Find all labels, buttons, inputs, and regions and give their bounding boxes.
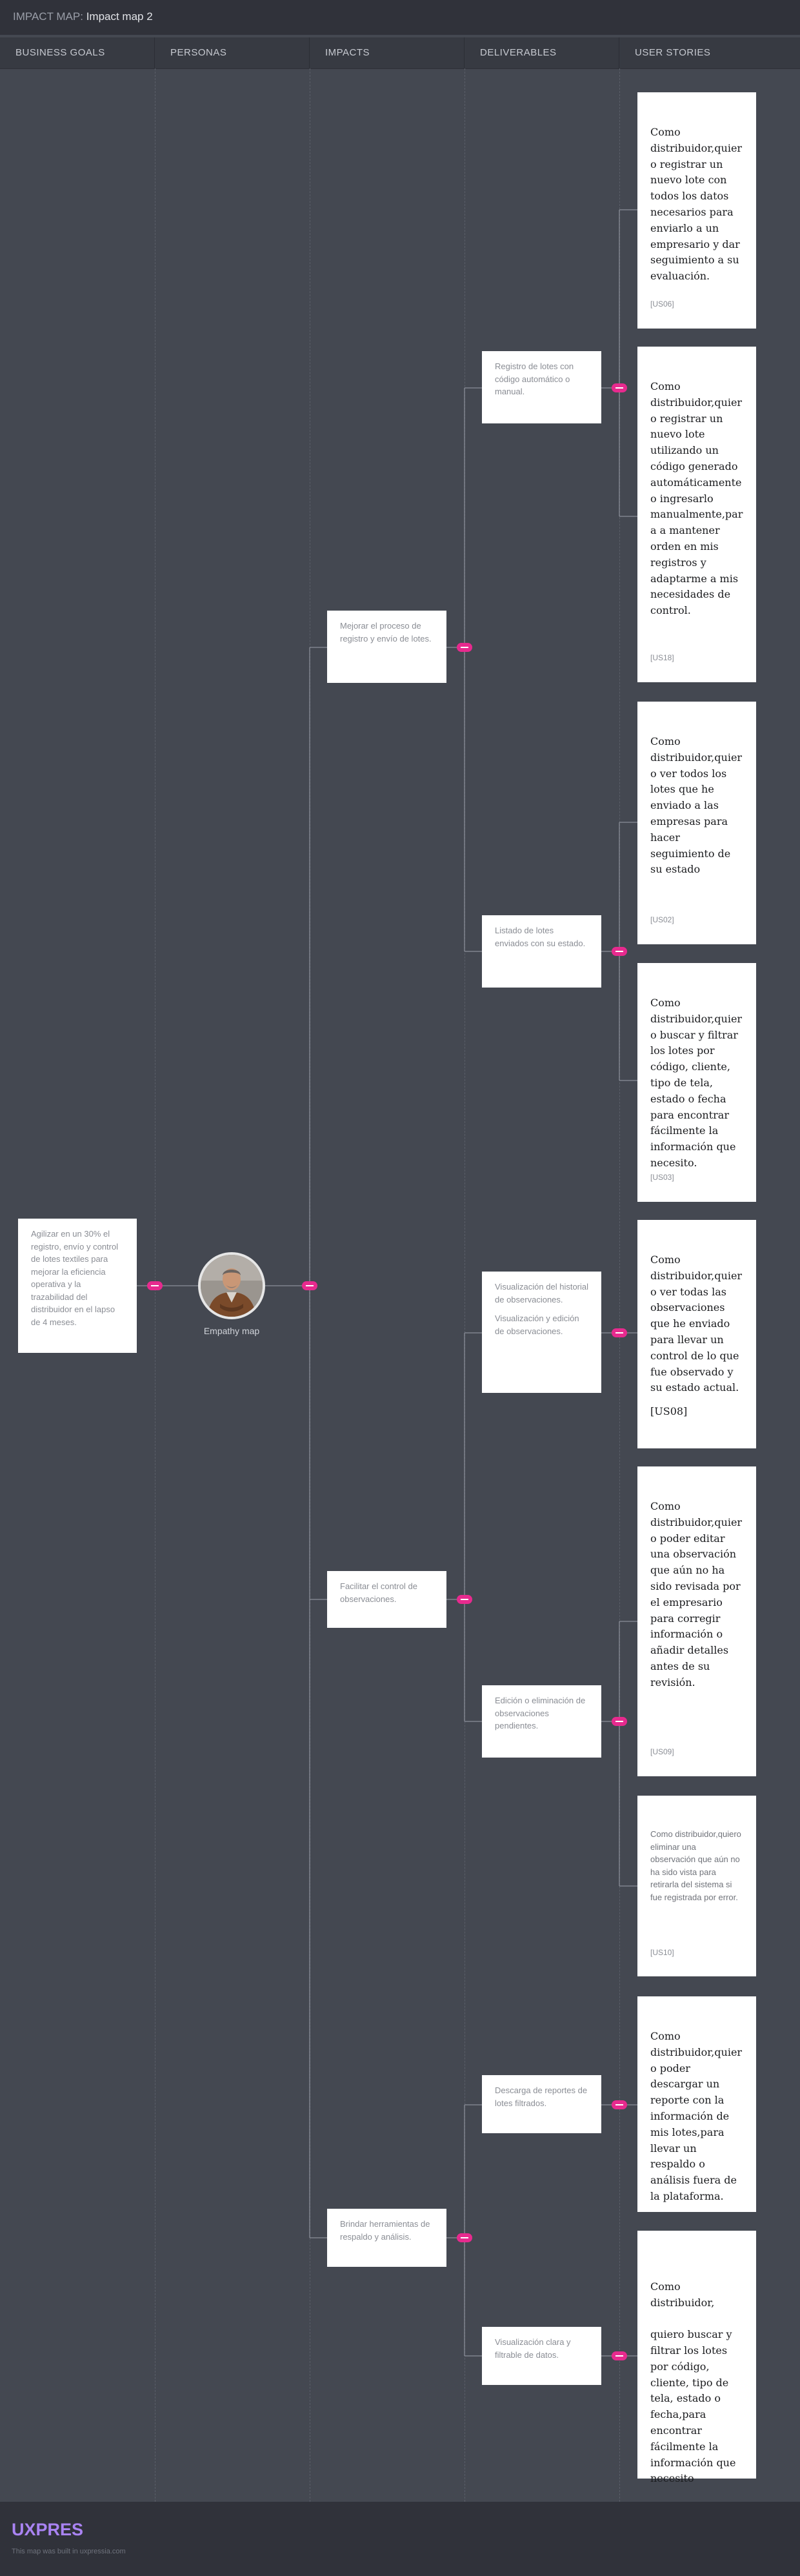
user-story-text: Como distribuidor,quiero registrar un nu… xyxy=(650,126,743,283)
map-title: IMPACT MAP: Impact map 2 xyxy=(13,10,153,23)
collapse-node-button[interactable] xyxy=(612,2351,627,2360)
user-story-text: Como distribuidor, quiero buscar y filtr… xyxy=(650,2280,736,2485)
user-story-card[interactable]: Como distribuidor,quiero registrar un nu… xyxy=(637,92,756,329)
deliverable-text: Visualización y edición de observaciones… xyxy=(495,1313,579,1336)
impact-text: Mejorar el proceso de registro y envío d… xyxy=(340,621,432,644)
deliverable-card[interactable]: Edición o eliminación de observaciones p… xyxy=(482,1685,601,1758)
collapse-node-button[interactable] xyxy=(612,1717,627,1726)
brand-name: UXPRESSIA xyxy=(12,2520,83,2539)
column-header-personas: PERSONAS xyxy=(155,37,310,68)
collapse-node-button[interactable] xyxy=(147,1281,163,1290)
user-story-text: Como distribuidor,quiero poder editar un… xyxy=(650,1500,743,1689)
collapse-node-button[interactable] xyxy=(612,1328,627,1337)
persona-avatar[interactable] xyxy=(198,1252,265,1319)
deliverable-text: Registro de lotes con código automático … xyxy=(495,361,574,396)
collapse-node-button[interactable] xyxy=(612,2100,627,2109)
user-story-text: Como distribuidor,quiero registrar un nu… xyxy=(650,380,743,617)
user-story-text: Como distribuidor,quiero poder descargar… xyxy=(650,2030,743,2202)
column-header-bar: BUSINESS GOALS PERSONAS IMPACTS DELIVERA… xyxy=(0,37,800,69)
business-goal-card[interactable]: Agilizar en un 30% el registro, envío y … xyxy=(18,1219,137,1353)
collapse-node-button[interactable] xyxy=(612,383,627,392)
impact-card[interactable]: Facilitar el control de observaciones. xyxy=(327,1571,446,1628)
map-title-prefix: IMPACT MAP: xyxy=(13,10,83,23)
deliverable-text: Visualización del historial de observaci… xyxy=(495,1282,589,1304)
collapse-node-button[interactable] xyxy=(612,947,627,956)
user-story-text: Como distribuidor,quiero ver todas las o… xyxy=(650,1253,743,1394)
impact-text: Brindar herramientas de respaldo y análi… xyxy=(340,2219,430,2242)
user-story-card[interactable]: Como distribuidor,quiero poder editar un… xyxy=(637,1466,756,1776)
impact-card[interactable]: Brindar herramientas de respaldo y análi… xyxy=(327,2209,446,2267)
collapse-node-button[interactable] xyxy=(457,1595,472,1604)
column-header-deliverables: DELIVERABLES xyxy=(465,37,619,68)
deliverable-card[interactable]: Descarga de reportes de lotes filtrados. xyxy=(482,2075,601,2133)
user-story-text: Como distribuidor,quiero buscar y filtra… xyxy=(650,997,743,1169)
collapse-node-button[interactable] xyxy=(457,643,472,652)
user-story-card[interactable]: Como distribuidor,quiero ver todas las o… xyxy=(637,1220,756,1448)
user-story-code: [US09] xyxy=(650,1747,674,1757)
footer: UXPRESSIA This map was built in uxpressi… xyxy=(0,2502,800,2576)
user-story-text: Como distribuidor,quiero eliminar una ob… xyxy=(650,1829,741,1902)
user-story-code: [US08] xyxy=(650,1405,688,1418)
user-story-card[interactable]: Como distribuidor, quiero buscar y filtr… xyxy=(637,2231,756,2484)
user-story-code: [US10] xyxy=(650,1948,674,1957)
impact-text: Facilitar el control de observaciones. xyxy=(340,1581,417,1604)
user-story-text: Como distribuidor,quiero ver todos los l… xyxy=(650,735,743,876)
user-story-card[interactable]: Como distribuidor,quiero registrar un nu… xyxy=(637,347,756,682)
user-story-code: [US02] xyxy=(650,915,674,925)
column-separator xyxy=(619,68,620,2502)
uxpressia-logo[interactable]: UXPRESSIA xyxy=(12,2516,83,2542)
deliverable-card[interactable]: Visualización del historial de observaci… xyxy=(482,1272,601,1393)
top-bar: IMPACT MAP: Impact map 2 xyxy=(0,0,800,35)
impact-card[interactable]: Mejorar el proceso de registro y envío d… xyxy=(327,611,446,683)
person-photo-icon xyxy=(201,1255,263,1317)
deliverable-card[interactable]: Visualización clara y filtrable de datos… xyxy=(482,2327,601,2385)
user-story-code: [US06] xyxy=(650,299,674,309)
deliverable-card[interactable]: Registro de lotes con código automático … xyxy=(482,351,601,423)
collapse-node-button[interactable] xyxy=(302,1281,317,1290)
deliverable-text: Listado de lotes enviados con su estado. xyxy=(495,926,586,948)
deliverable-text: Visualización clara y filtrable de datos… xyxy=(495,2337,571,2360)
business-goal-text: Agilizar en un 30% el registro, envío y … xyxy=(31,1229,119,1327)
user-story-code: [US18] xyxy=(650,653,674,663)
deliverable-text: Descarga de reportes de lotes filtrados. xyxy=(495,2085,588,2108)
footer-note: This map was built in uxpressia.com xyxy=(12,2548,126,2555)
collapse-node-button[interactable] xyxy=(457,2233,472,2242)
user-story-card[interactable]: Como distribuidor,quiero eliminar una ob… xyxy=(637,1796,756,1976)
user-story-code: [US03] xyxy=(650,1173,674,1182)
map-title-name[interactable]: Impact map 2 xyxy=(86,10,153,23)
column-header-business-goals: BUSINESS GOALS xyxy=(0,37,155,68)
deliverable-card[interactable]: Listado de lotes enviados con su estado. xyxy=(482,915,601,988)
persona-label[interactable]: Empathy map xyxy=(203,1326,260,1336)
user-story-card[interactable]: Como distribuidor,quiero poder descargar… xyxy=(637,1996,756,2212)
deliverable-text: Edición o eliminación de observaciones p… xyxy=(495,1696,586,1730)
user-story-card[interactable]: Como distribuidor,quiero ver todos los l… xyxy=(637,702,756,944)
column-header-user-stories: USER STORIES xyxy=(635,47,711,58)
column-header-impacts: IMPACTS xyxy=(310,37,465,68)
user-story-card[interactable]: Como distribuidor,quiero buscar y filtra… xyxy=(637,963,756,1202)
